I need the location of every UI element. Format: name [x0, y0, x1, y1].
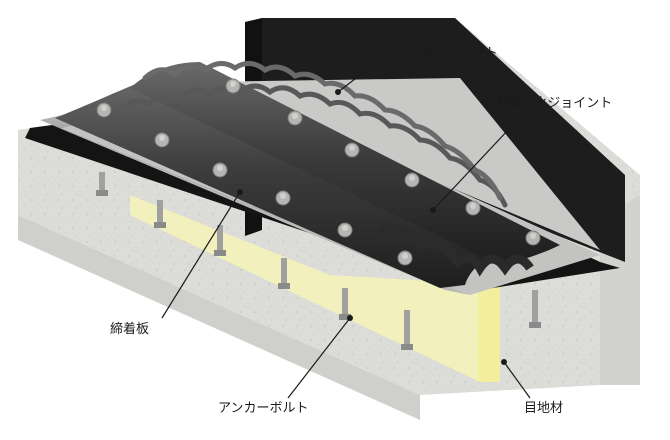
leader-lines: [161, 51, 531, 399]
anchor-bolts: [96, 172, 541, 350]
anchor-bolt: [401, 310, 413, 350]
nut: [275, 190, 291, 206]
nut: [404, 172, 420, 188]
nut: [225, 78, 241, 94]
top-bolts: [96, 78, 541, 266]
anchor-bolt: [529, 290, 541, 328]
label-clamp-plate: 締着板: [110, 321, 149, 337]
anchor-bolt: [96, 172, 108, 196]
nut: [337, 222, 353, 238]
label-joint-filler: 目地材: [524, 401, 563, 416]
anchor-bolt: [278, 258, 290, 289]
nut: [96, 102, 112, 118]
nut: [525, 230, 541, 246]
nut: [344, 142, 360, 158]
nut: [287, 110, 303, 126]
nut: [154, 132, 170, 148]
label-anchor-plate: アンカープレート: [395, 46, 498, 61]
nut: [397, 250, 413, 266]
m-waterstop-joint: [55, 61, 560, 288]
anchor-bolt: [339, 288, 351, 320]
label-m-waterstop: M型止水ジョイント: [497, 96, 612, 111]
anchor-bolt: [154, 200, 166, 228]
label-anchor-bolt: アンカーボルト: [218, 401, 308, 416]
nut: [465, 200, 481, 216]
nut: [212, 162, 228, 178]
anchor-bolt: [214, 225, 226, 256]
